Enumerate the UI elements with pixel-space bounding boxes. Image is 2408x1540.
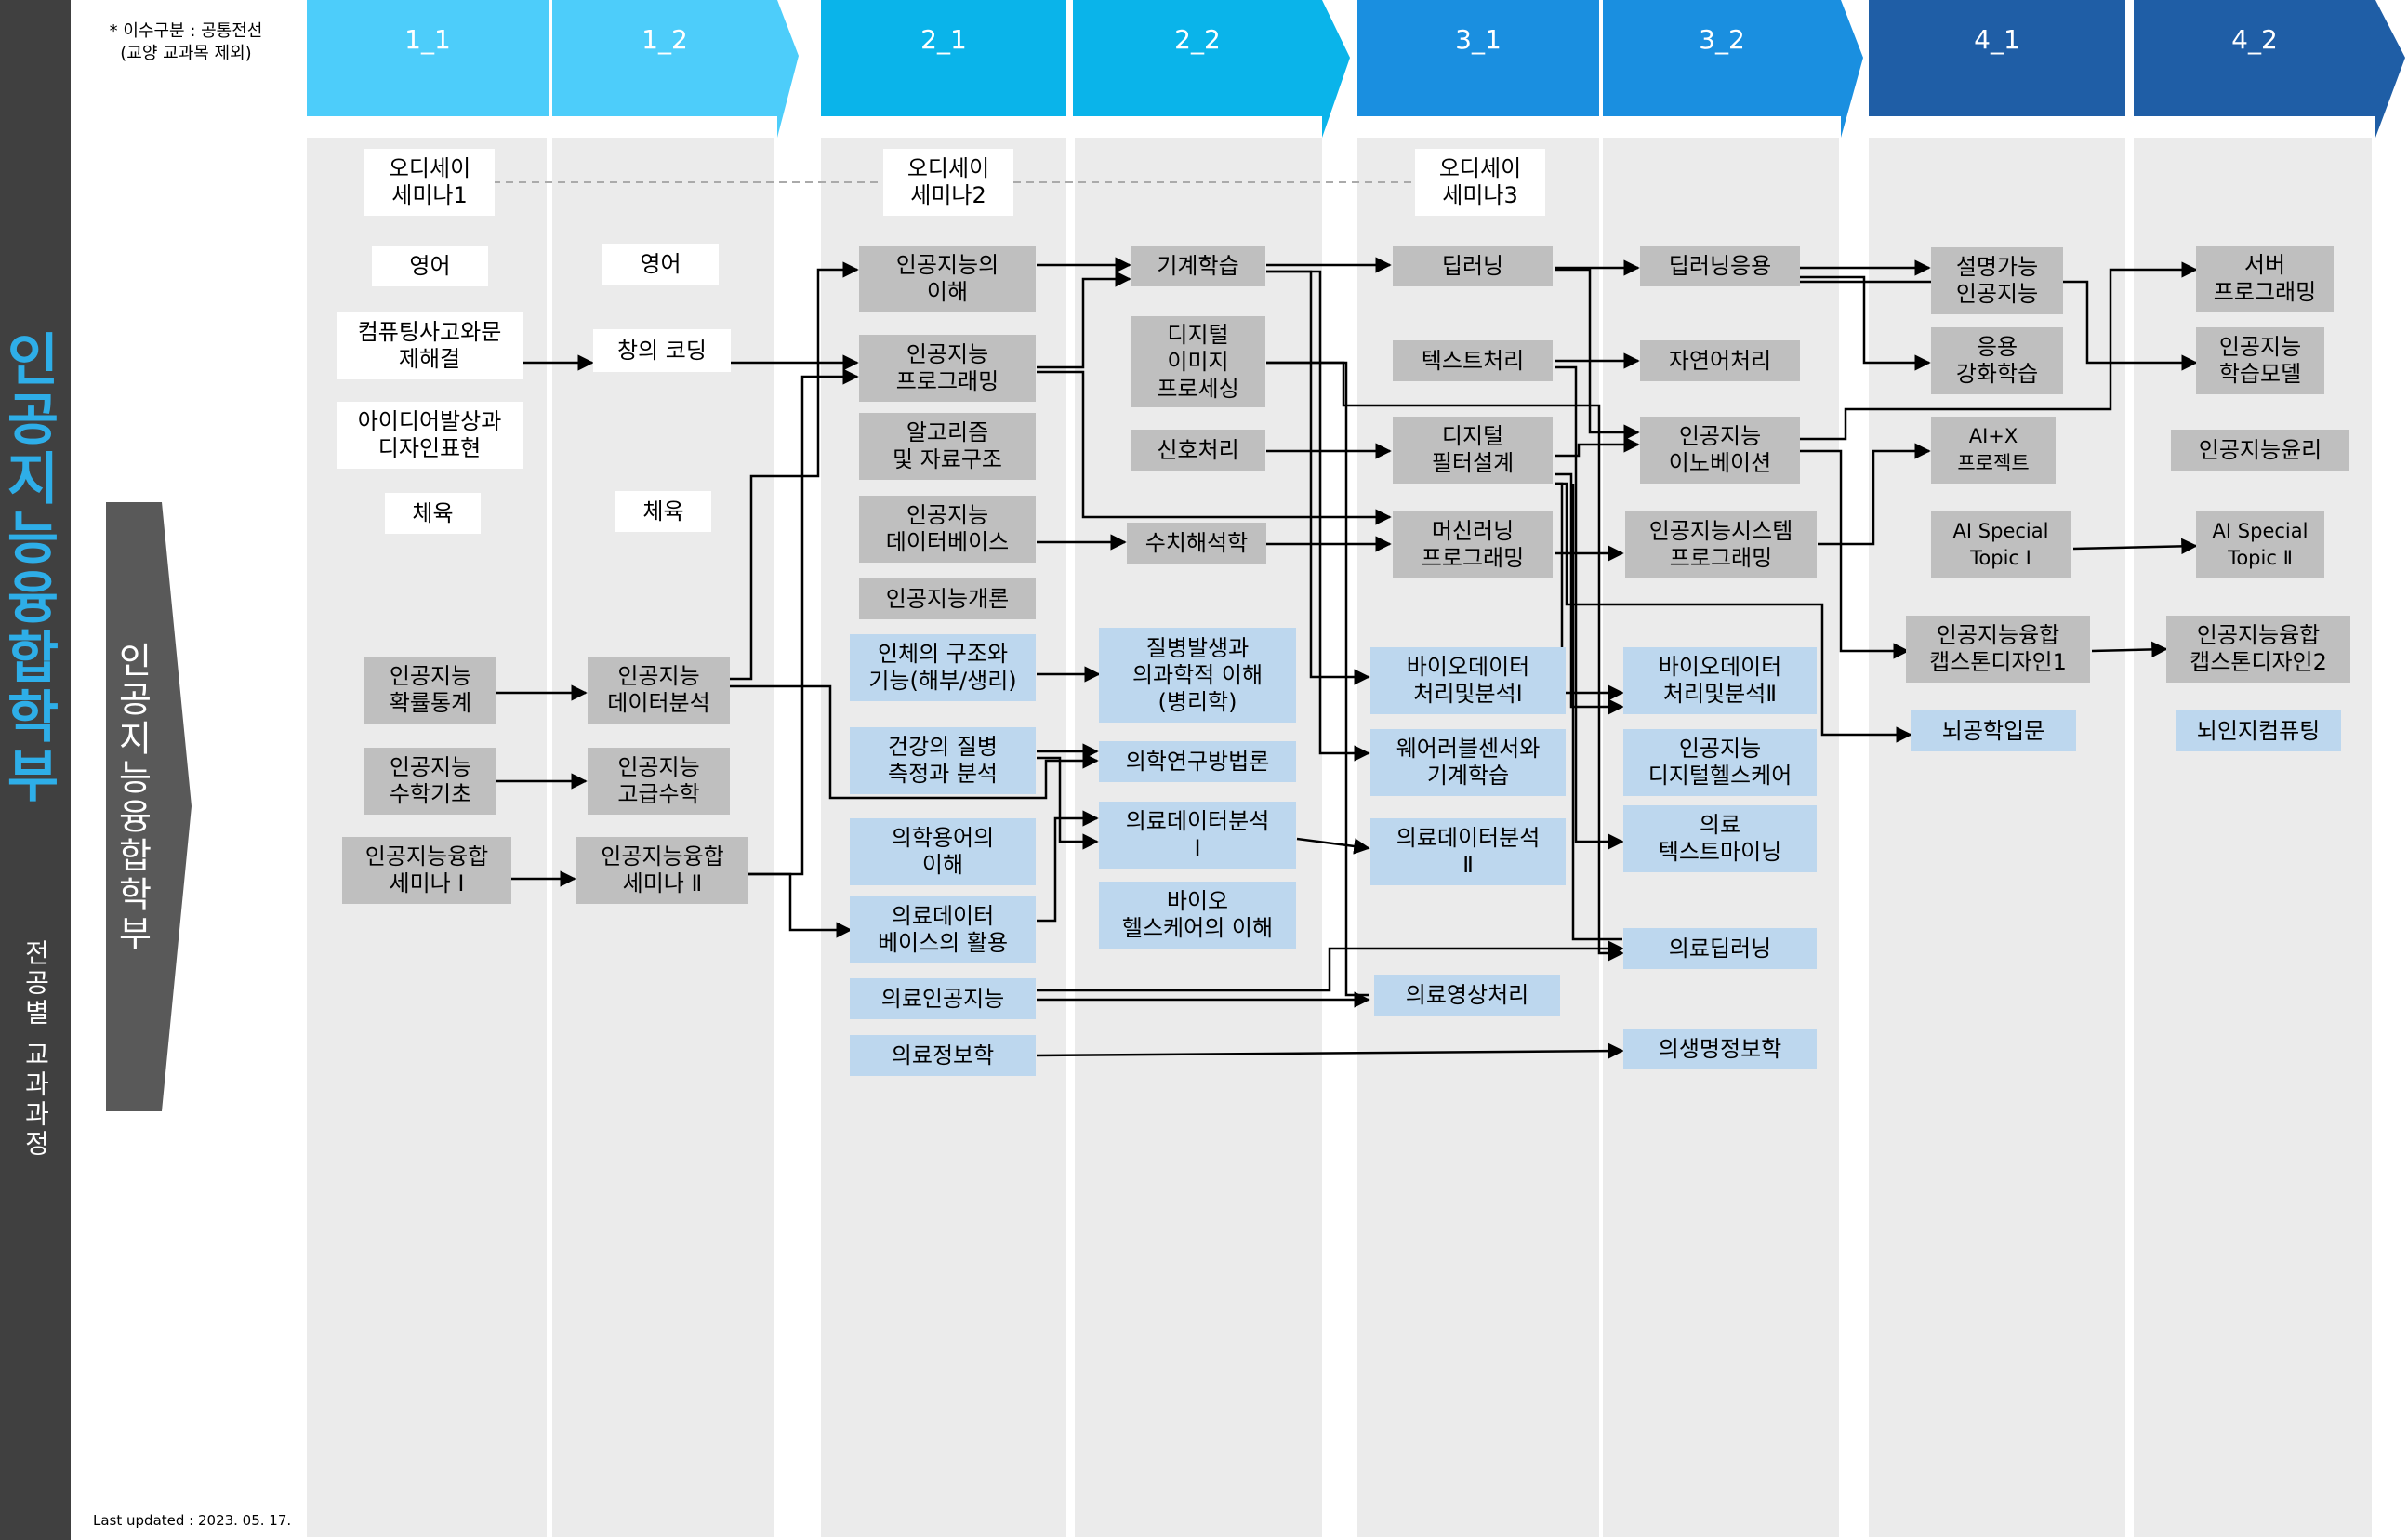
course-digital-filter-design: 디지털 필터설계 — [1393, 417, 1553, 484]
course-ai-digital-health: 인공지능 디지털헬스케어 — [1623, 729, 1817, 796]
course-ai-seminar-2: 인공지능융합 세미나 Ⅱ — [576, 837, 748, 904]
course-medical-ai: 의료인공지능 — [850, 978, 1036, 1019]
semester-label-3-1: 3_1 — [1455, 24, 1502, 55]
course-deep-learning-applications: 딥러닝응용 — [1640, 246, 1800, 286]
course-ai-data-analysis: 인공지능 데이터분석 — [588, 657, 730, 724]
course-odyssey-seminar-3: 오디세이 세미나3 — [1415, 149, 1545, 216]
note-text: * 이수구분 : 공통전선 (교양 교과목 제외) — [109, 21, 263, 63]
course-creative-coding: 창의 코딩 — [593, 329, 731, 372]
course-ai-special-topic-2: AI Special Topic Ⅱ — [2196, 511, 2324, 578]
main-title: 인공지능융합학부 — [0, 330, 60, 806]
course-neuro-computing: 뇌인지컴퓨팅 — [2176, 710, 2341, 751]
semester-label-4-1: 4_1 — [1974, 24, 2020, 55]
course-server-programming: 서버 프로그래밍 — [2196, 246, 2334, 312]
course-medical-terminology: 의학용어의 이해 — [850, 818, 1036, 885]
course-medical-text-mining: 의료 텍스트마이닝 — [1623, 805, 1817, 872]
course-signal-processing: 신호처리 — [1131, 430, 1265, 471]
semester-header-2-1 — [821, 0, 1066, 116]
course-ai-programming: 인공지능 프로그래밍 — [859, 335, 1036, 402]
course-aix-project: AI+X 프로젝트 — [1931, 417, 2056, 484]
course-ai-database: 인공지능 데이터베이스 — [859, 496, 1036, 563]
course-algorithms: 알고리즘 및 자료구조 — [859, 413, 1036, 480]
course-ai-probability: 인공지능 확률통계 — [364, 657, 496, 724]
sub-title: 전공별 교과과정 — [20, 939, 51, 1160]
course-deep-learning: 딥러닝 — [1393, 246, 1553, 286]
semester-header-4-1 — [1869, 0, 2125, 116]
course-brain-engineering: 뇌공학입문 — [1911, 710, 2076, 751]
semester-header-3-1 — [1357, 0, 1599, 116]
semester-header-1-1 — [307, 0, 549, 116]
course-bio-data-1: 바이오데이터 처리및분석Ⅰ — [1370, 647, 1566, 714]
course-ai-ethics: 인공지능윤리 — [2171, 430, 2349, 471]
course-text-processing: 텍스트처리 — [1393, 340, 1553, 381]
course-ai-learning-model: 인공지능 학습모델 — [2196, 327, 2324, 394]
semester-label-1-1: 1_1 — [404, 24, 451, 55]
semester-header-2-2 — [1073, 0, 1350, 138]
course-medical-data-analysis-1: 의료데이터분석 Ⅰ — [1099, 802, 1296, 869]
course-medical-data-analysis-2: 의료데이터분석 Ⅱ — [1370, 818, 1566, 885]
course-english-1: 영어 — [372, 246, 488, 286]
course-idea-design: 아이디어발상과 디자인표현 — [337, 402, 523, 469]
course-ai-special-topic-1: AI Special Topic Ⅰ — [1931, 511, 2071, 578]
course-research-methods: 의학연구방법론 — [1099, 741, 1296, 782]
course-bio-data-2: 바이오데이터 처리및분석Ⅱ — [1623, 647, 1817, 714]
left-title-bar — [0, 0, 71, 1540]
course-odyssey-seminar-2: 오디세이 세미나2 — [883, 149, 1013, 216]
course-medical-imaging: 의료영상처리 — [1374, 975, 1560, 1016]
course-machine-learning: 기계학습 — [1131, 246, 1265, 286]
course-medical-informatics: 의료정보학 — [850, 1035, 1036, 1076]
course-pe-2: 체육 — [615, 491, 711, 532]
course-odyssey-seminar-1: 오디세이 세미나1 — [364, 149, 495, 216]
course-applied-rl: 응용 강화학습 — [1931, 327, 2063, 394]
semester-label-1-2: 1_2 — [642, 24, 688, 55]
course-ai-advanced-math: 인공지능 고급수학 — [588, 748, 730, 815]
course-medical-deep-learning: 의료딥러닝 — [1623, 928, 1817, 969]
semester-label-4-2: 4_2 — [2231, 24, 2278, 55]
semester-label-2-1: 2_1 — [920, 24, 967, 55]
course-english-2: 영어 — [602, 244, 719, 285]
course-wearable-sensors: 웨어러블센서와 기계학습 — [1370, 729, 1566, 796]
arrow-label: 인공지능융합학부 — [112, 642, 152, 954]
course-nlp: 자연어처리 — [1640, 340, 1800, 381]
course-explainable-ai: 설명가능 인공지능 — [1931, 247, 2063, 314]
course-biomedical-informatics: 의생명정보학 — [1623, 1029, 1817, 1069]
course-health-measurement: 건강의 질병 측정과 분석 — [850, 727, 1036, 794]
course-capstone-1: 인공지능융합 캡스톤디자인1 — [1906, 616, 2090, 683]
course-ai-math-basics: 인공지능 수학기초 — [364, 748, 496, 815]
course-digital-image-processing: 디지털 이미지 프로세싱 — [1131, 316, 1265, 407]
course-ai-understanding: 인공지능의 이해 — [859, 246, 1036, 312]
dark-arrow — [106, 502, 192, 1111]
course-anatomy: 인체의 구조와 기능(해부/생리) — [850, 634, 1036, 701]
course-ai-innovation: 인공지능 이노베이션 — [1640, 417, 1800, 484]
semester-header-3-2 — [1603, 0, 1863, 138]
course-ml-programming: 머신러닝 프로그래밍 — [1393, 511, 1553, 578]
course-medical-database: 의료데이터 베이스의 활용 — [850, 896, 1036, 963]
semester-header-1-2 — [552, 0, 799, 138]
semester-label-2-2: 2_2 — [1174, 24, 1221, 55]
course-ai-seminar-1: 인공지능융합 세미나 Ⅰ — [342, 837, 511, 904]
course-capstone-2: 인공지능융합 캡스톤디자인2 — [2166, 616, 2350, 683]
semester-label-3-2: 3_2 — [1699, 24, 1745, 55]
course-bio-healthcare: 바이오 헬스케어의 이해 — [1099, 882, 1296, 949]
course-pe-1: 체육 — [385, 493, 481, 534]
semester-header-4-2 — [2134, 0, 2405, 138]
course-numerical-analysis: 수치해석학 — [1127, 523, 1266, 564]
course-pathology: 질병발생과 의과학적 이해 (병리학) — [1099, 628, 1296, 723]
last-updated: Last updated : 2023. 05. 17. — [93, 1512, 292, 1529]
course-ai-system-programming: 인공지능시스템 프로그래밍 — [1625, 511, 1817, 578]
course-computing-thinking: 컴퓨팅사고와문 제해결 — [337, 312, 523, 379]
course-ai-introduction: 인공지능개론 — [859, 578, 1036, 619]
